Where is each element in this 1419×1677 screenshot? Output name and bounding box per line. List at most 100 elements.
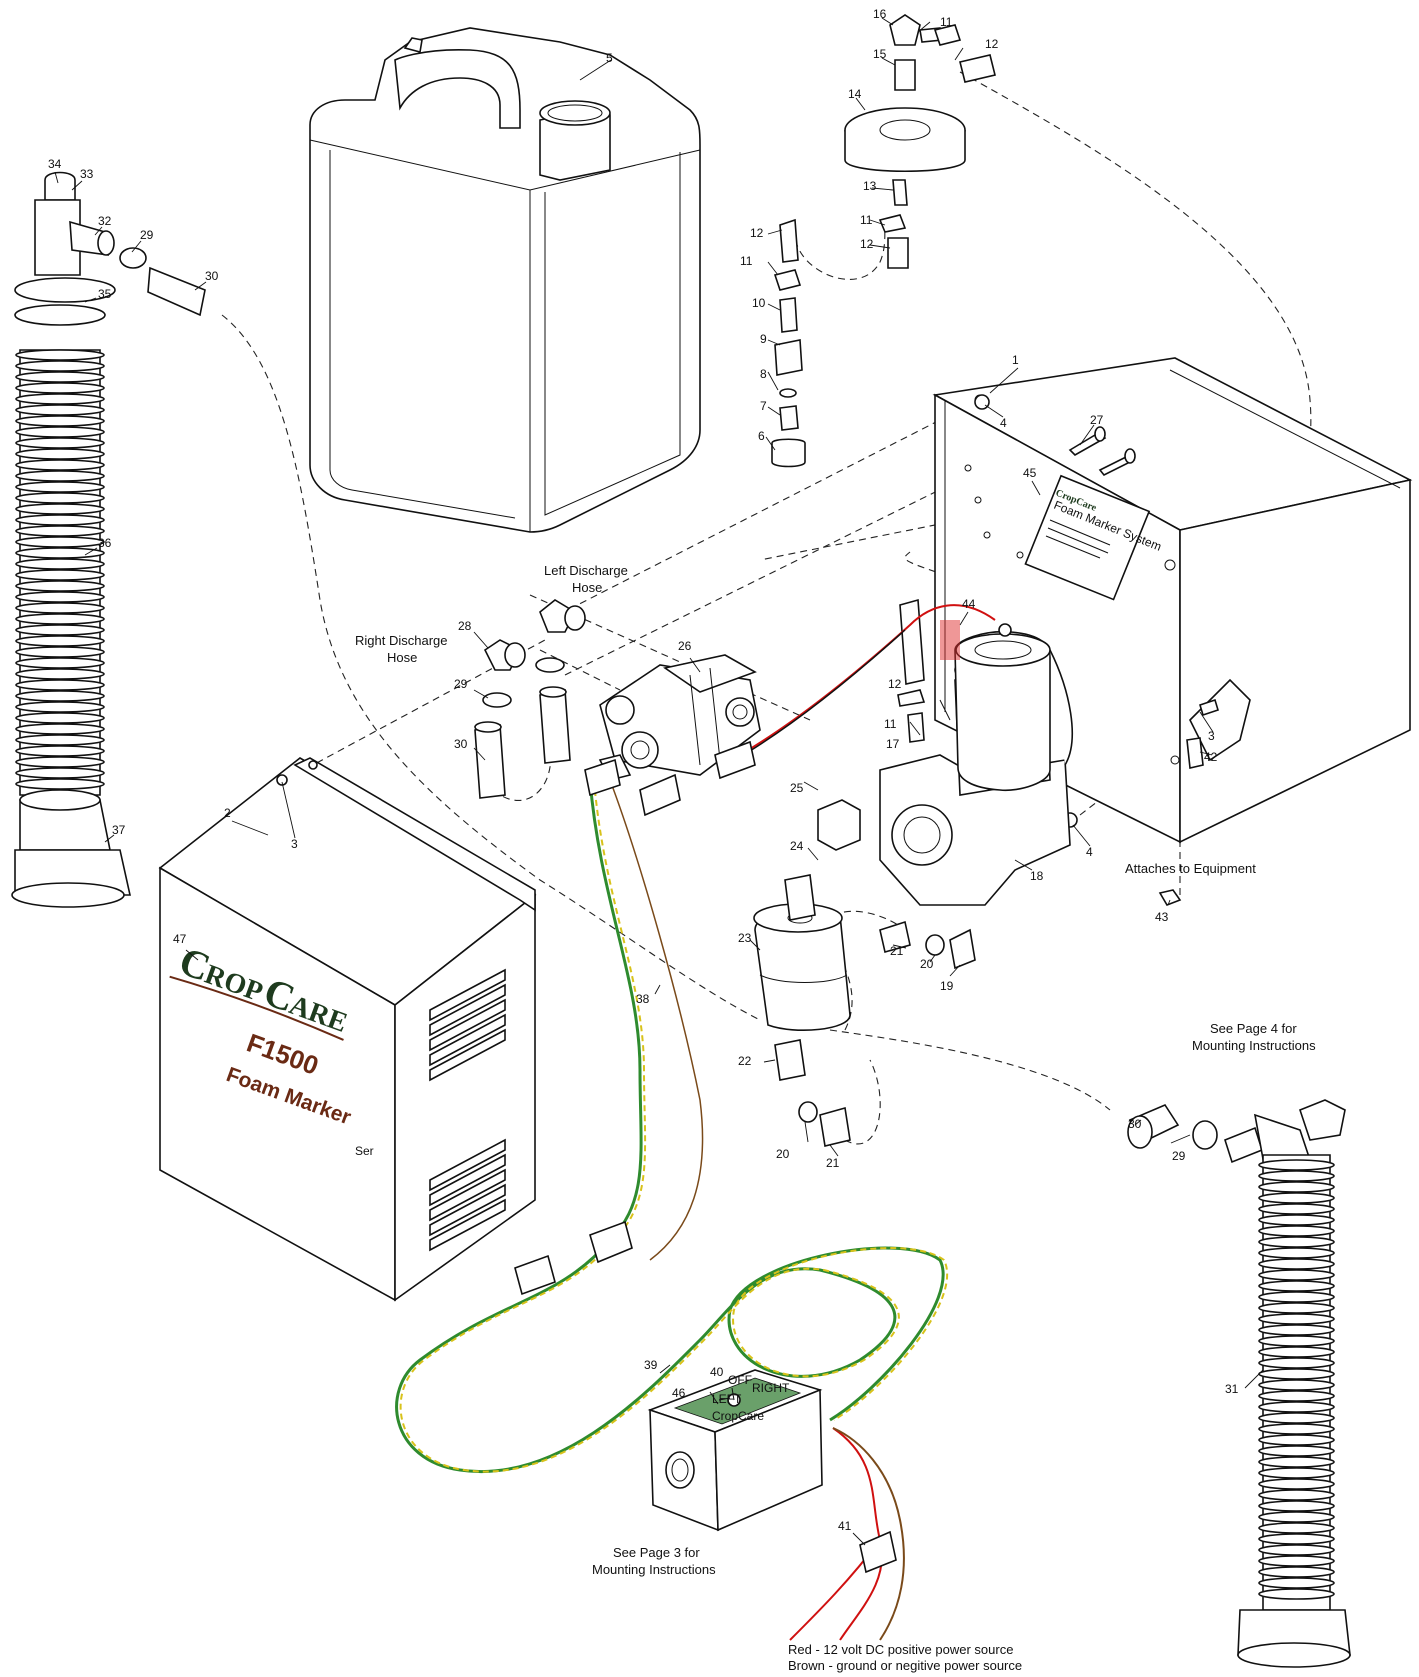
callout-9: 9 — [760, 332, 767, 346]
tank-5 — [309, 27, 701, 533]
callout-12: 12 — [860, 237, 874, 251]
hose-rib — [15, 613, 105, 625]
callout-37: 37 — [112, 823, 126, 837]
fitting-22 — [774, 1039, 806, 1081]
left-discharge-line1: Left Discharge — [544, 563, 628, 578]
hose-rib — [15, 536, 105, 548]
callout-30: 30 — [205, 269, 219, 283]
harness-connectors — [514, 740, 756, 1296]
hose-rib — [15, 558, 105, 570]
callout-44: 44 — [962, 597, 976, 611]
callout-40: 40 — [710, 1365, 724, 1379]
page3-line2: Mounting Instructions — [592, 1562, 716, 1577]
page3-line1: See Page 3 for — [613, 1545, 700, 1560]
callout-28: 28 — [458, 619, 472, 633]
hose-rib — [1258, 1357, 1335, 1369]
hose-rib — [15, 459, 105, 471]
nut-4-top — [974, 394, 990, 410]
callout-27: 27 — [1090, 413, 1104, 427]
hose-21-lower — [819, 1106, 851, 1147]
hose-21-upper — [879, 920, 911, 953]
page4-line1: See Page 4 for — [1210, 1021, 1297, 1036]
leader-lines — [54, 17, 1264, 1546]
callout-29: 29 — [454, 677, 468, 691]
callout-3: 3 — [291, 837, 298, 851]
callout-numbers: 1233445678910111111111212121213141516171… — [48, 7, 1239, 1533]
callout-12: 12 — [985, 37, 999, 51]
valve-26 — [598, 654, 761, 781]
callout-15: 15 — [873, 47, 887, 61]
hose-rib — [1258, 1566, 1335, 1578]
hose-rib — [1258, 1236, 1335, 1248]
hose-rib — [15, 404, 105, 416]
callout-32: 32 — [98, 214, 112, 228]
hose-rib — [15, 426, 105, 438]
tube-12-pump — [899, 598, 925, 685]
filter-23 — [753, 903, 851, 1031]
callout-43: 43 — [1155, 910, 1169, 924]
hose-rib — [15, 349, 105, 361]
clamp-11-pump — [897, 689, 926, 707]
hose-rib — [15, 492, 105, 504]
hose-rib — [15, 646, 105, 658]
hose-rib — [15, 393, 105, 405]
callout-4: 4 — [1086, 845, 1093, 859]
nut-43 — [1158, 889, 1182, 906]
callout-17: 17 — [886, 737, 900, 751]
hose-rib — [15, 679, 105, 691]
callout-18: 18 — [1030, 869, 1044, 883]
hose-rib — [15, 635, 105, 647]
hose-rib — [1258, 1489, 1335, 1501]
hose-rib — [15, 756, 105, 768]
hose-ribs-left — [15, 349, 105, 790]
hose-rib — [1258, 1379, 1335, 1391]
hose-rib — [15, 525, 105, 537]
hose-rib — [15, 690, 105, 702]
callout-24: 24 — [790, 839, 804, 853]
callout-8: 8 — [760, 367, 767, 381]
callout-20: 20 — [920, 957, 934, 971]
notes: Left Discharge Hose Right Discharge Hose… — [355, 563, 1316, 1673]
fitting-17 — [907, 712, 925, 743]
clamp-20-upper — [925, 934, 945, 956]
callout-47: 47 — [173, 932, 187, 946]
callout-16: 16 — [873, 7, 887, 21]
callout-25: 25 — [790, 781, 804, 795]
callout-29: 29 — [140, 228, 154, 242]
callout-38: 38 — [636, 992, 650, 1006]
hose-rib — [15, 591, 105, 603]
hose-rib — [1258, 1533, 1335, 1545]
vent-slots-bottom — [429, 1138, 506, 1252]
hose-rib — [1258, 1368, 1335, 1380]
hose-rib — [15, 602, 105, 614]
hose-rib — [15, 712, 105, 724]
hose-rib — [1258, 1401, 1335, 1413]
hose-rib — [15, 569, 105, 581]
hose-rib — [15, 668, 105, 680]
callout-10: 10 — [752, 296, 766, 310]
hose-rib — [15, 481, 105, 493]
callout-42: 42 — [1204, 750, 1218, 764]
callout-46: 46 — [672, 1386, 686, 1400]
callout-36: 36 — [98, 536, 112, 550]
callout-34: 34 — [48, 157, 62, 171]
callout-12: 12 — [888, 677, 902, 691]
hose-rib — [1258, 1500, 1335, 1512]
callout-30: 30 — [1128, 1117, 1142, 1131]
hose-rib — [1258, 1258, 1335, 1270]
callout-13: 13 — [863, 179, 877, 193]
hose-rib — [15, 371, 105, 383]
clamp-20-lower — [798, 1101, 818, 1123]
hose-rib — [1258, 1225, 1335, 1237]
switch-brand: CropCare — [712, 1409, 764, 1423]
hose-rib — [1258, 1434, 1335, 1446]
callout-14: 14 — [848, 87, 862, 101]
fuse-holder-41 — [859, 1530, 897, 1574]
attaches-note: Attaches to Equipment — [1125, 861, 1256, 876]
hose-rib — [15, 734, 105, 746]
hose-rib — [15, 723, 105, 735]
hose-rib — [1258, 1544, 1335, 1556]
hose-rib — [15, 547, 105, 559]
callout-1: 1 — [1012, 353, 1019, 367]
hose-rib — [1258, 1170, 1335, 1182]
